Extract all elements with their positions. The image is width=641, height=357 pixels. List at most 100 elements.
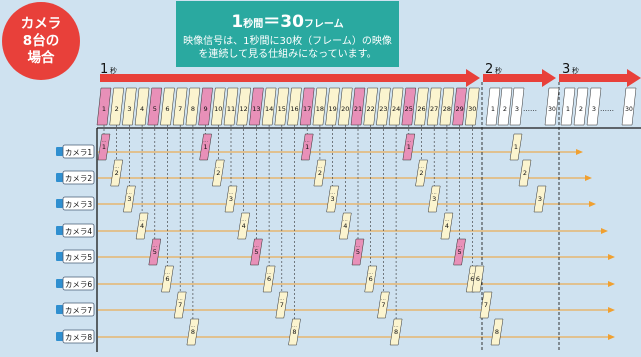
camera-label-box (62, 144, 95, 159)
camera-frame-number: 4 (343, 222, 347, 230)
camera-label: カメラ2 (65, 174, 92, 183)
camera-frame-dots: … (343, 217, 348, 223)
frame-top (122, 87, 137, 126)
title-unit1: 秒間 (243, 19, 264, 30)
camera-frame-dots: … (178, 296, 183, 302)
camera-icon (56, 173, 63, 182)
frame-top (185, 87, 201, 126)
camera-frame-dots: … (152, 243, 157, 249)
camera-frame-number: 4 (140, 222, 144, 230)
frame-top-number: 23 (379, 105, 387, 113)
frame-top (388, 87, 404, 126)
frame-top-number: 21 (354, 105, 362, 113)
camera-frame-number: 3 (127, 195, 131, 203)
frame-top-sec3 (573, 87, 589, 126)
frame-top-number: 29 (455, 105, 463, 113)
camera-line-arrowhead (589, 201, 596, 207)
camera-frame-number: 3 (331, 195, 335, 203)
camera-frame-number: 1 (102, 143, 106, 151)
camera-frame (364, 265, 377, 293)
camera-frame (199, 133, 212, 161)
camera-frame-number: 8 (292, 328, 296, 336)
frame-top-sec3-number: 2 (579, 105, 583, 113)
title-eq: ＝ (263, 12, 281, 32)
frame-top-number: 26 (417, 105, 425, 113)
frame-top-sec3-number: 3 (592, 105, 596, 113)
frame-top-sec2-number: 2 (503, 105, 507, 113)
camera-frame-extra (490, 318, 504, 346)
camera-label: カメラ7 (65, 306, 92, 315)
camera-frame (377, 291, 390, 319)
frame-top (426, 87, 442, 126)
title-unit2: フレーム (303, 19, 344, 30)
frame-top (452, 87, 467, 126)
title-main: 1秒間＝30フレーム (176, 7, 399, 32)
frame-top (96, 87, 112, 126)
second-1-arrow-shaft (100, 74, 468, 82)
camera-frame-extra-number: 3 (538, 195, 542, 203)
camera-frame (110, 159, 123, 187)
camera-frame (288, 318, 301, 346)
frame-top (147, 87, 163, 126)
frame-top (465, 87, 480, 126)
frame-top (299, 87, 315, 126)
frame-top-sec3-number: 1 (566, 105, 570, 113)
camera-frame-number: 5 (153, 248, 157, 256)
frame-top-sec3-last (621, 87, 637, 126)
second-3-unit: 秒 (572, 66, 579, 75)
frame-top-sec2 (497, 87, 513, 126)
camera-frame-dots: … (444, 217, 449, 223)
camera-frame (123, 185, 136, 213)
camera-line-arrowhead (585, 175, 592, 181)
camera-frame-number: 6 (165, 275, 169, 283)
camera-frame-number: 1 (407, 143, 411, 151)
camera-label: カメラ1 (65, 148, 92, 157)
camera-frame-number: 1 (305, 143, 309, 151)
camera-label: カメラ8 (65, 333, 92, 342)
frame-top-number: 7 (178, 105, 182, 113)
camera-frame (326, 185, 339, 213)
camera-frame-number: 2 (318, 169, 322, 177)
frame-top (325, 87, 340, 126)
camera-frame-dots: … (381, 296, 386, 302)
camera-label-box (62, 196, 95, 211)
camera-frame-dots: … (356, 243, 361, 249)
camera-frame-dots: … (419, 164, 424, 170)
camera-frame (161, 265, 174, 293)
camera-frame-number: 6 (470, 275, 474, 283)
frame-top (160, 87, 175, 126)
camera-frame-dots: … (127, 190, 132, 196)
camera-frame-dots: … (305, 138, 310, 144)
camera-frame-dots: … (406, 138, 411, 144)
frame-top (134, 87, 150, 126)
second-2-arrow-head (542, 69, 556, 87)
camera-frame-number: 3 (229, 195, 233, 203)
frame-top-number: 13 (252, 105, 260, 113)
camera-frame-number: 6 (369, 275, 373, 283)
camera-frame (186, 318, 200, 346)
frame-top-sec2-number: 3 (515, 105, 519, 113)
camera-icon (56, 332, 63, 341)
frame-top (312, 87, 328, 126)
camera-frame-extra (479, 291, 493, 319)
second-1-label: 1 (100, 62, 108, 77)
camera-line-arrowhead (601, 228, 608, 234)
camera-frame-extra (471, 265, 485, 293)
camera-line-arrowhead (608, 281, 615, 287)
frame-top-sec2-number: 1 (491, 105, 495, 113)
second-1-arrow-head (466, 69, 480, 87)
camera-frame-dots: … (254, 243, 259, 249)
camera-label-box (62, 276, 95, 291)
camera-frame-number: 7 (280, 301, 284, 309)
frame-top-number: 1 (102, 105, 106, 113)
camera-label-box (62, 223, 95, 238)
camera-icon (56, 147, 63, 156)
camera-frame (173, 291, 187, 319)
camera-icon (56, 305, 63, 314)
camera-icon (56, 199, 63, 208)
camera-frame (224, 185, 238, 213)
second-2-arrow-shaft (483, 74, 544, 82)
camera-line-arrowhead (576, 149, 583, 155)
camera-frame-number: 5 (458, 248, 462, 256)
